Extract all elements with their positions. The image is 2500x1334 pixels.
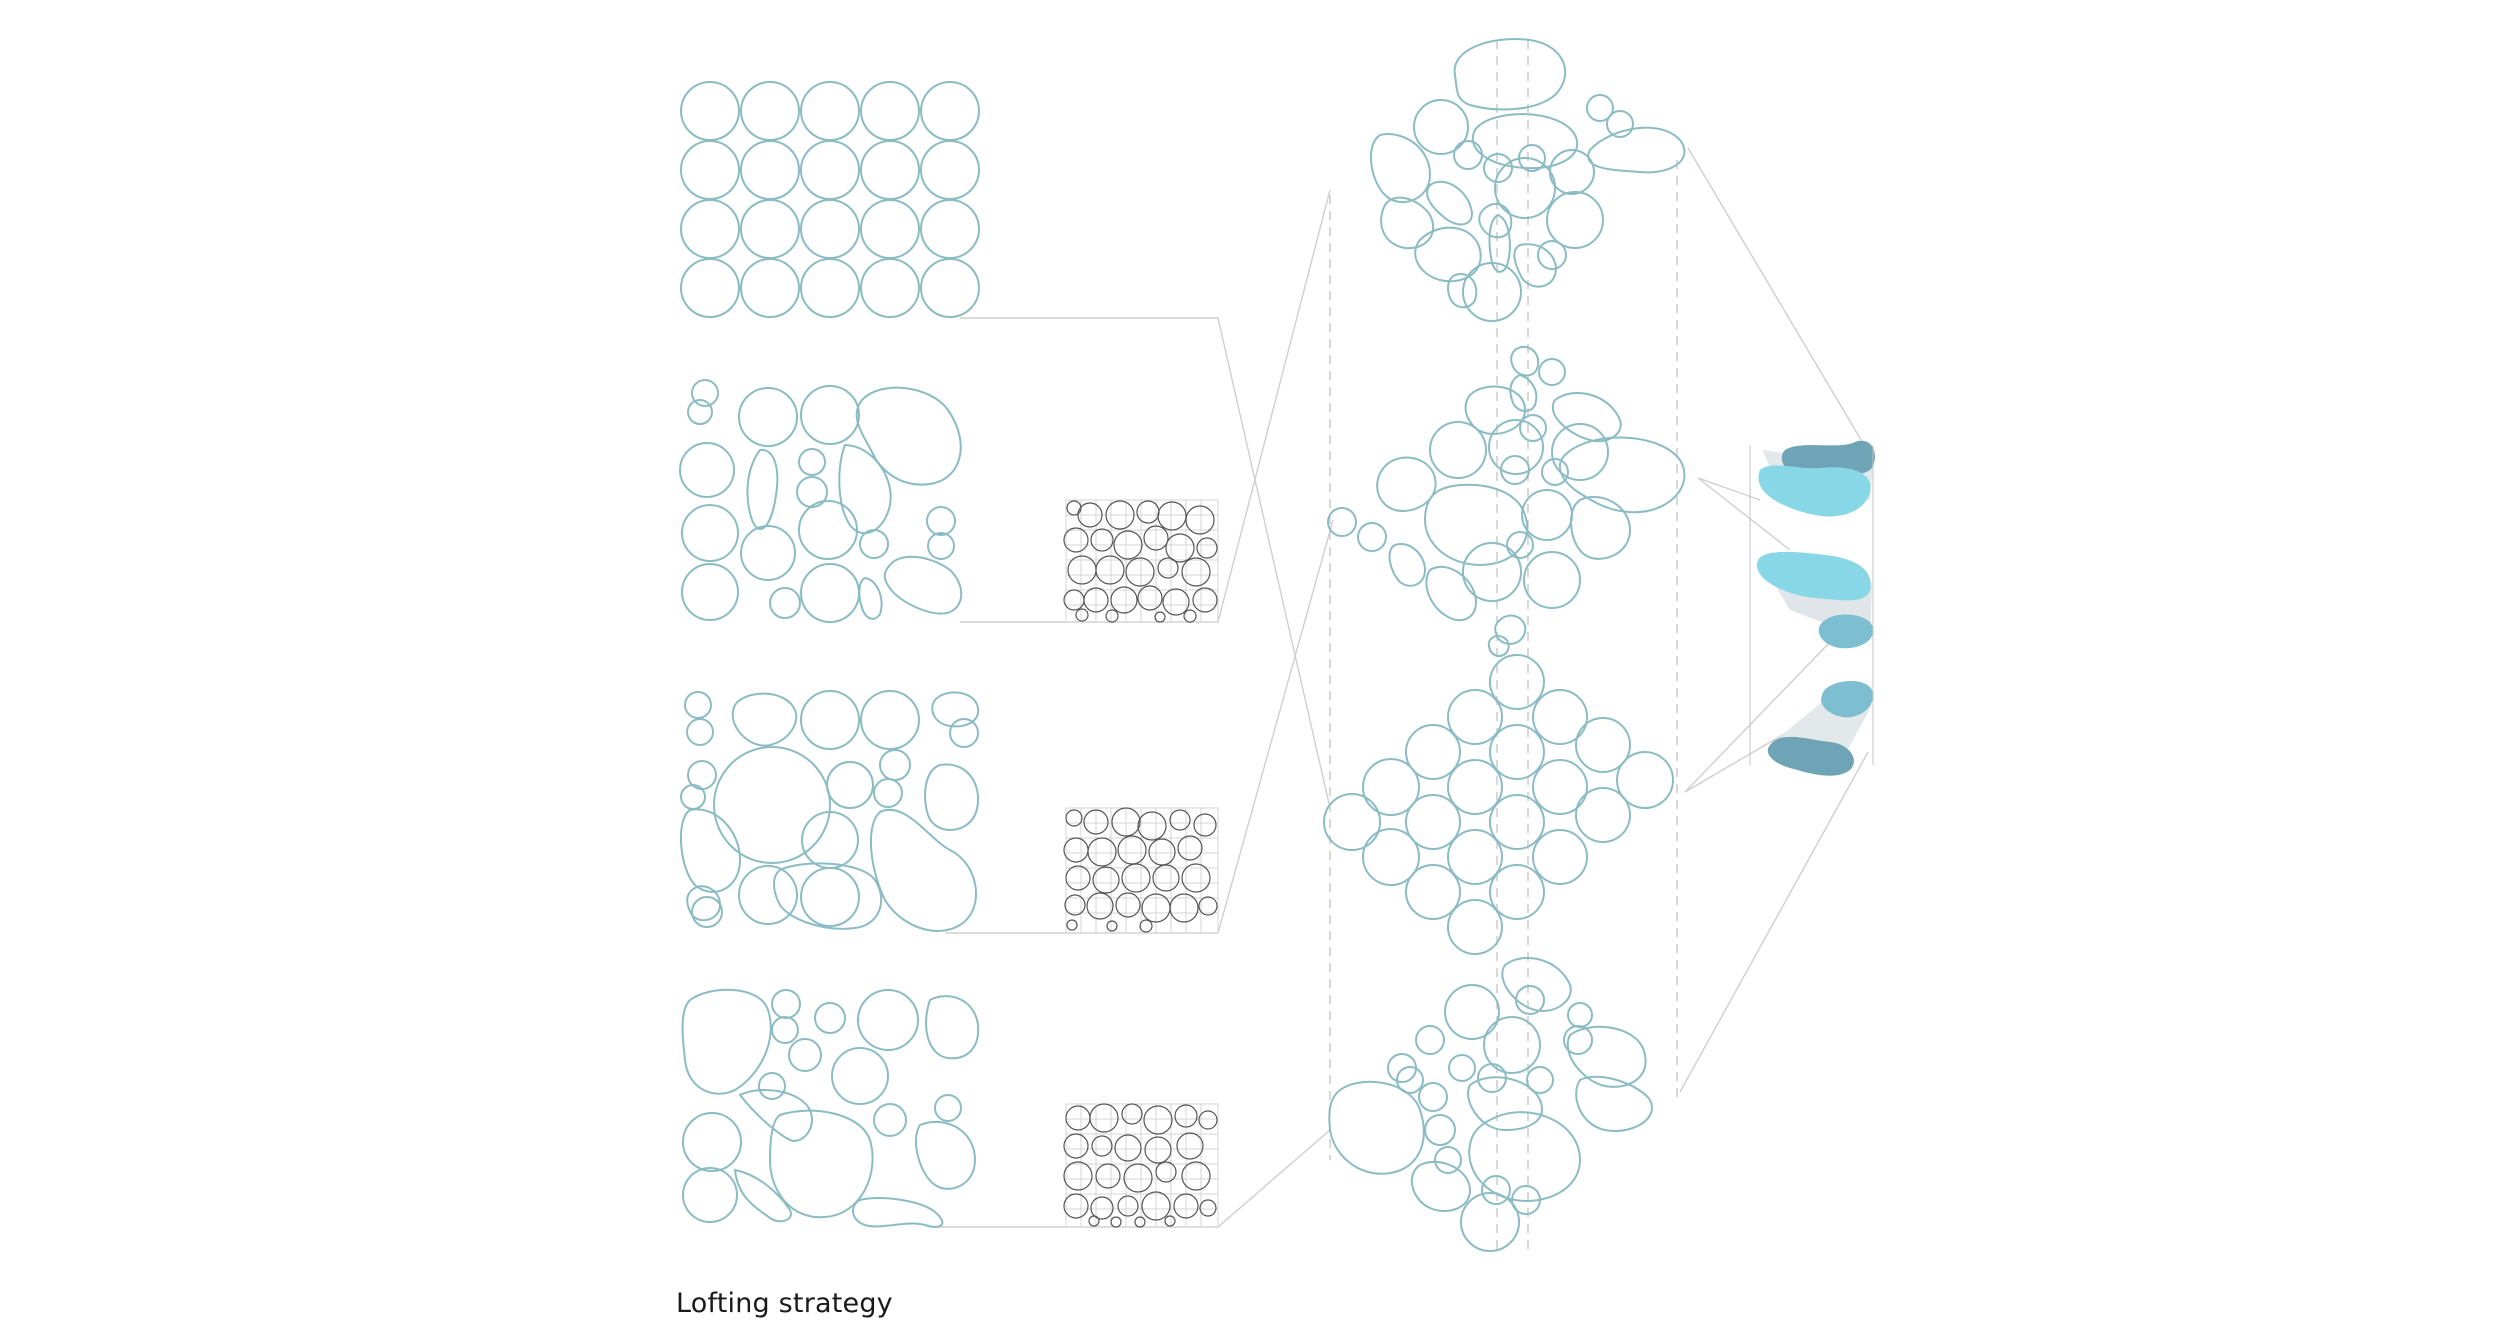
stack-dashed-guides bbox=[1329, 40, 1678, 1250]
connector-loft-3 bbox=[1697, 477, 1791, 551]
loft-3-top bbox=[1821, 680, 1874, 718]
loft-1-bottom bbox=[1758, 465, 1871, 517]
connector-loft-6 bbox=[1679, 751, 1869, 1093]
diagram-caption: Lofting strategy bbox=[676, 1288, 893, 1319]
connector-loft-2 bbox=[1697, 477, 1761, 501]
loft-2-bottom bbox=[1818, 614, 1874, 649]
loft-2-top bbox=[1756, 551, 1871, 601]
stack-layer-4 bbox=[1328, 956, 1653, 1252]
lofted-forms bbox=[1756, 440, 1875, 776]
stack-layer-3 bbox=[1323, 654, 1674, 955]
stack-layer-1 bbox=[1369, 38, 1686, 322]
connector-lines bbox=[935, 147, 1874, 1228]
stack-layer-2 bbox=[1327, 345, 1686, 657]
loft-3-bottom bbox=[1767, 736, 1854, 776]
panel-2-blob-pattern bbox=[679, 379, 963, 623]
panel-3-blob-pattern bbox=[679, 690, 980, 932]
connector-loft-4 bbox=[1684, 639, 1833, 793]
panel-2-circle-packing-grid bbox=[1063, 499, 1219, 623]
panel-4-circle-packing-grid bbox=[1063, 1103, 1219, 1228]
connector-panel-3 bbox=[945, 519, 1334, 934]
lofted-forms-outlines bbox=[1749, 445, 1874, 765]
panel-3-circle-packing-grid bbox=[1063, 807, 1219, 934]
connector-loft-1 bbox=[1687, 147, 1874, 461]
panel-1-circle-grid bbox=[680, 81, 980, 318]
connector-panel-1 bbox=[960, 317, 1331, 809]
connector-panel-2 bbox=[960, 189, 1331, 623]
panel-4-blob-pattern bbox=[681, 988, 980, 1228]
